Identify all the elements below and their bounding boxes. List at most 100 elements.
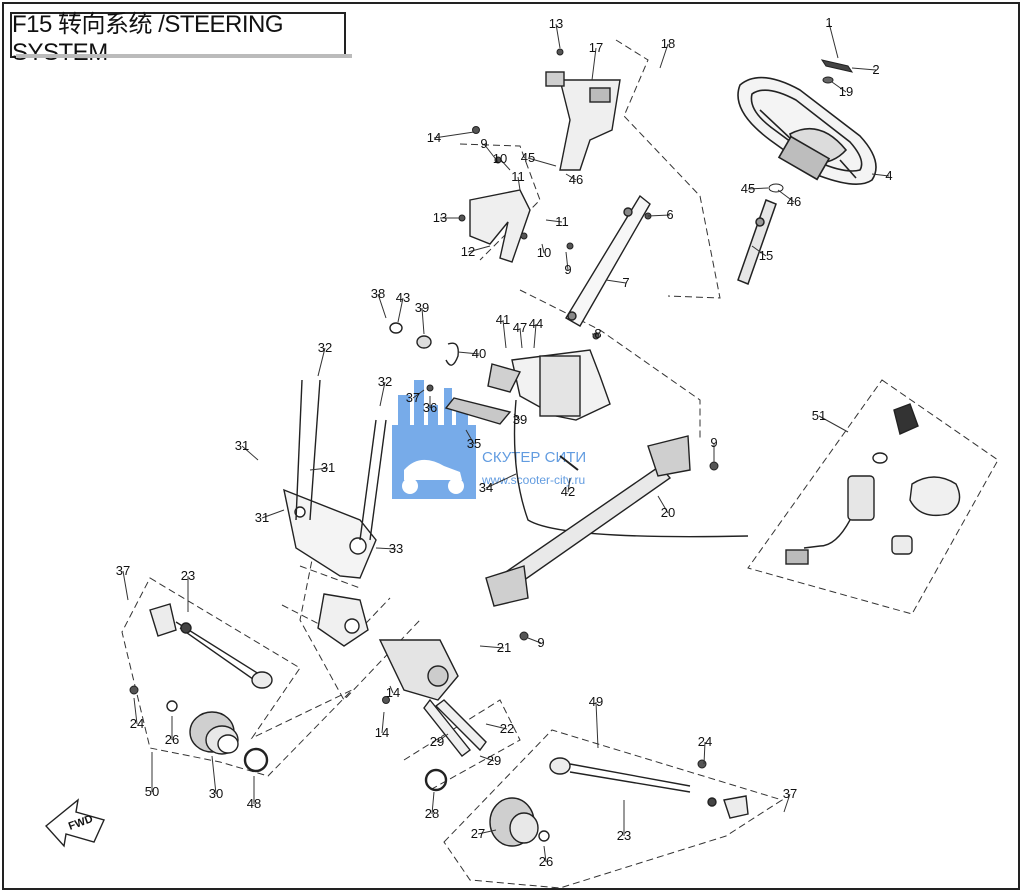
callout-leader (379, 381, 386, 407)
part-number-callout: 10 (493, 151, 507, 166)
callout-leader (261, 509, 285, 519)
part-number-callout: 11 (511, 169, 525, 184)
right-tie-rod (549, 757, 749, 819)
callout-leader (483, 143, 499, 163)
callout-leader (533, 323, 537, 349)
part-number-callout: 26 (165, 732, 179, 747)
throttle-cable (513, 399, 749, 538)
part-number-callout: 49 (589, 694, 603, 709)
part-number-callout: 45 (521, 150, 535, 165)
part-number-callout: 12 (461, 244, 475, 259)
part-number-callout: 2 (872, 62, 879, 77)
callout-leader (513, 413, 521, 421)
part-number-callout: 24 (130, 716, 144, 731)
callout-leader (309, 467, 329, 471)
part-number-callout: 31 (255, 510, 269, 525)
cable-clip (559, 455, 579, 471)
callout-leader (517, 176, 521, 191)
watermark-brand: СКУТЕР СИТИ (482, 449, 586, 466)
callout-leader (871, 173, 890, 177)
part-number-callout: 14 (375, 725, 389, 740)
callout-leader (241, 445, 259, 461)
part-number-callout: 50 (145, 784, 159, 799)
part-number-callout: 29 (430, 734, 444, 749)
part-number-callout: 23 (181, 568, 195, 583)
callout-leader (397, 297, 404, 323)
callout-leader (565, 251, 569, 271)
callout-leader (133, 697, 138, 725)
callout-leader (541, 243, 545, 254)
page-title: F15 转向系统 /STEERING SYSTEM (10, 11, 352, 66)
callout-leader (457, 351, 480, 355)
part-number-callout: 32 (378, 374, 392, 389)
part-number-callout: 35 (467, 436, 481, 451)
part-number-callout: 27 (471, 826, 485, 841)
part-number-callout: 13 (549, 16, 563, 31)
callout-leader (479, 755, 495, 762)
callout-leader (527, 157, 557, 167)
callout-leader (122, 570, 129, 601)
callout-leader (851, 67, 877, 71)
frame-bracket (283, 488, 377, 579)
left-boot (166, 700, 269, 773)
steering-gear (317, 593, 487, 757)
part-number-callout: 14 (427, 130, 441, 145)
wheel-cap (768, 59, 854, 193)
callout-leader (485, 473, 517, 489)
left-tie-rod (149, 603, 273, 689)
callout-leader (543, 845, 547, 863)
part-number-callout: 31 (235, 438, 249, 453)
part-number-callout: 41 (496, 312, 510, 327)
part-number-callout: 40 (472, 346, 486, 361)
part-number-callout: 23 (617, 828, 631, 843)
watermark-url: www.scooter-city.ru (481, 473, 585, 487)
part-number-callout: 45 (741, 181, 755, 196)
callout-leader (545, 219, 563, 223)
part-number-callout: 39 (415, 300, 429, 315)
callout-leader (421, 307, 425, 335)
part-number-callout: 29 (487, 753, 501, 768)
callout-leader (431, 791, 435, 815)
part-number-callout: 48 (247, 796, 261, 811)
part-number-callout: 47 (513, 320, 527, 335)
part-number-callout: 9 (710, 435, 717, 450)
part-number-callout: 6 (666, 207, 673, 222)
callout-leader (783, 793, 791, 813)
part-number-callout: 39 (513, 412, 527, 427)
part-number-callout: 18 (661, 36, 675, 51)
callout-leader (502, 319, 507, 349)
part-number-callout: 30 (209, 786, 223, 801)
part-number-callout: 11 (555, 214, 569, 229)
callout-leader (747, 187, 769, 190)
long-bolts (295, 379, 387, 541)
callout-leader (499, 158, 511, 171)
callout-leader (777, 189, 795, 203)
callout-leader (317, 347, 326, 377)
part-number-callout: 7 (622, 275, 629, 290)
callout-leader (818, 415, 849, 433)
callout-leader (605, 279, 627, 284)
intermediate-shaft (485, 435, 691, 607)
callout-leader (436, 733, 449, 743)
part-number-callout: 26 (539, 854, 553, 869)
right-boot (424, 768, 550, 847)
callout-leader (389, 685, 394, 694)
callout-leader (433, 131, 475, 139)
callout-leader (591, 47, 597, 81)
part-number-callout: 51 (812, 408, 826, 423)
callout-leader (465, 429, 475, 445)
callout-leader (477, 829, 497, 835)
part-number-callout: 46 (787, 194, 801, 209)
part-number-callout: 15 (759, 248, 773, 263)
pedal-bracket (389, 322, 611, 425)
callout-leader (647, 214, 671, 217)
part-number-callout: 34 (479, 480, 493, 495)
part-number-callout: 32 (318, 340, 332, 355)
callout-leader (555, 23, 561, 49)
callout-leader (381, 711, 385, 734)
key-switch (785, 403, 961, 565)
part-number-callout: 8 (594, 326, 601, 341)
